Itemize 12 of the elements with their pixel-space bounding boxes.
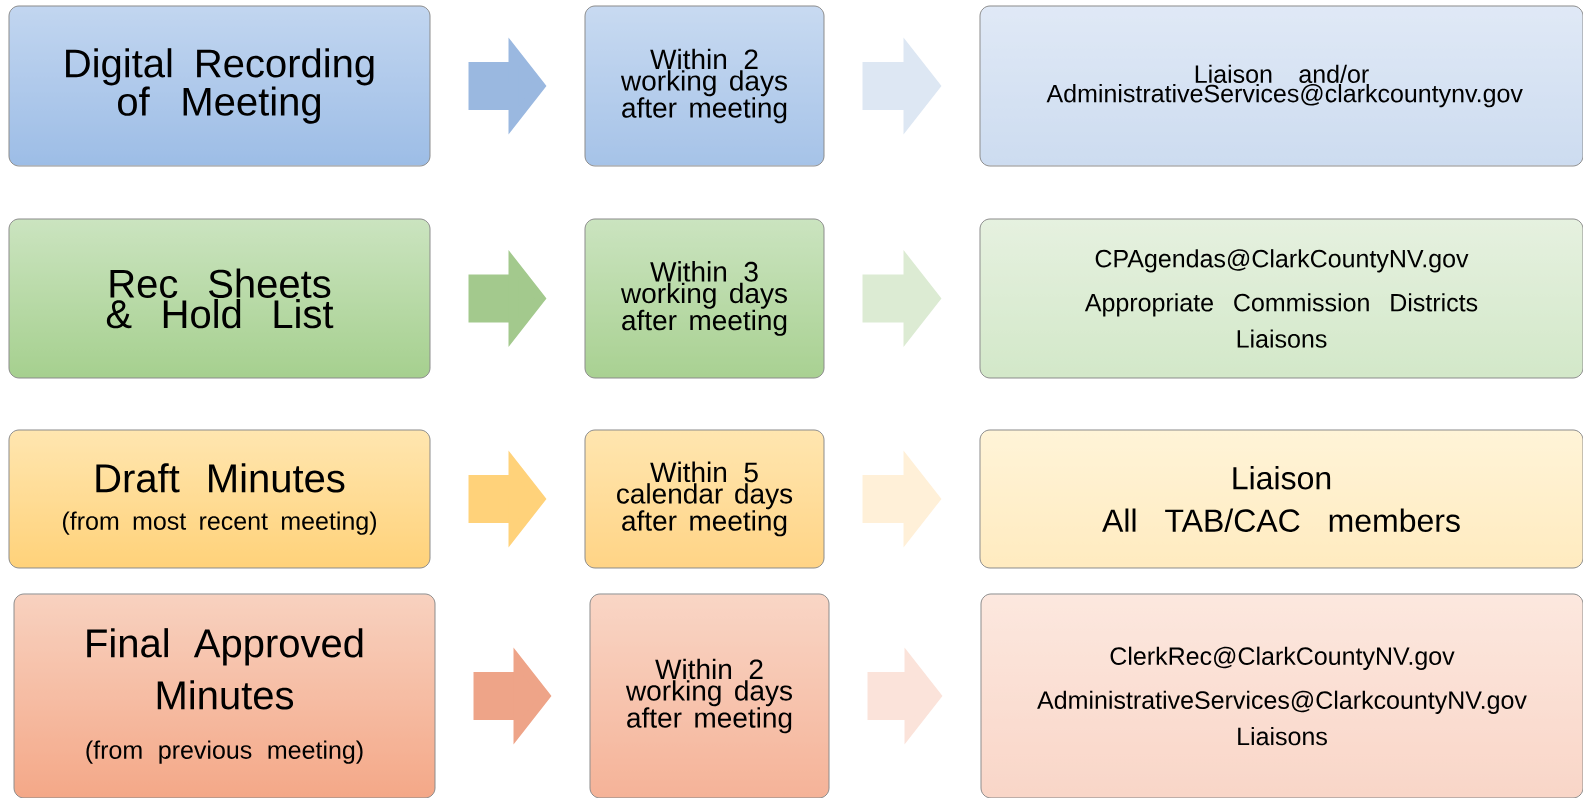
timing-box: Within 2 working days after meeting [584, 5, 825, 167]
recipient-box: Liaison and/or AdministrativeServices@clarkcountynv.gov [979, 5, 1583, 167]
timing-box: Within 3 working days after meeting [584, 218, 825, 379]
recipient-box: ClerkRec@ClarkCountyNV.gov AdministrativeServices@ClarkcountyNV.gov Liaisons [980, 593, 1583, 798]
step-box: Final Approved Minutes (from previous meeting) [13, 593, 436, 798]
timing-box: Within 5 calendar days after meeting [584, 429, 825, 569]
recipient-box: CPAgendas@ClarkCountyNV.gov Appropriate Commission Districts Liaisons [979, 218, 1583, 379]
timing-box: Within 2 working days after meeting [589, 593, 830, 798]
step-box: Digital Recording of Meeting [8, 5, 431, 167]
step-box: Draft Minutes (from most recent meeting) [8, 429, 431, 569]
recipient-box: Liaison All TAB/CAC members [979, 429, 1583, 569]
step-box: Rec Sheets & Hold List [8, 218, 431, 379]
